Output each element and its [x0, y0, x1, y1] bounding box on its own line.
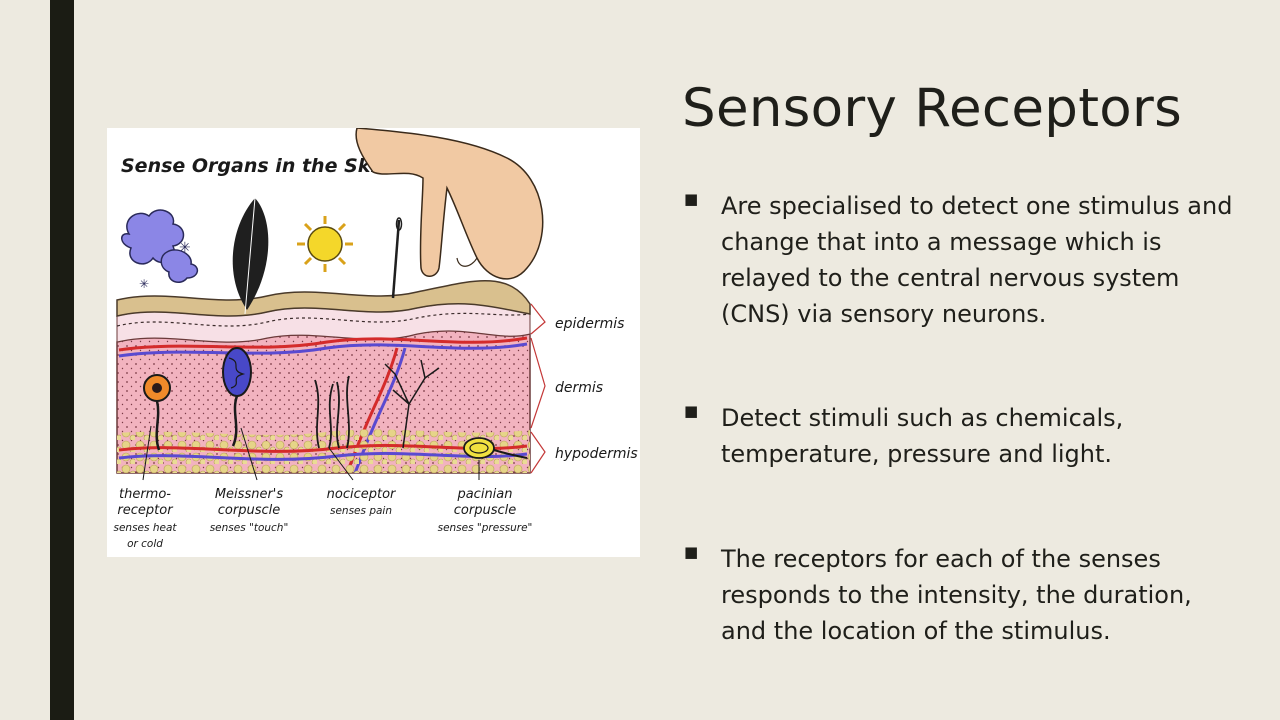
thermoreceptor-icon — [143, 374, 171, 451]
dermis-label: dermis — [555, 380, 603, 396]
thermoreceptor-function: senses heat — [114, 522, 178, 534]
receptor-pointer-lines — [142, 425, 480, 481]
left-accent-bar — [50, 0, 74, 720]
pinching-hand-icon — [355, 128, 544, 280]
meissner-corpuscle-icon — [222, 347, 252, 447]
hypodermis-layer — [117, 429, 530, 473]
pacinian-name-2: corpuscle — [454, 503, 516, 518]
meissner-name-2: corpuscle — [218, 503, 280, 518]
layer-brackets — [530, 303, 546, 474]
thermoreceptor-caption: thermo- receptor senses heat or cold — [114, 487, 178, 550]
nociceptor-caption: nociceptor senses pain — [327, 487, 397, 517]
chemical-smoke-icon: ✳ ✳ — [121, 209, 199, 291]
bullet-text: Are specialised to detect one stimulus a… — [721, 192, 1233, 328]
meissner-caption: Meissner's corpuscle senses "touch" — [210, 487, 289, 534]
pacinian-function: senses "pressure" — [438, 522, 533, 534]
thermoreceptor-function-2: or cold — [127, 538, 163, 550]
pacinian-name: pacinian — [456, 487, 512, 502]
pacinian-caption: pacinian corpuscle senses "pressure" — [438, 487, 533, 534]
needle-icon — [391, 217, 403, 299]
meissner-function: senses "touch" — [210, 522, 289, 534]
thermoreceptor-name: thermo- — [119, 487, 171, 502]
vein-upper — [118, 342, 528, 358]
skin-diagram-svg: Sense Organs in the Skin ✳ ✳ — [114, 128, 638, 550]
skin-surface — [116, 280, 531, 317]
meissner-name: Meissner's — [215, 487, 284, 502]
bullet-text: The receptors for each of the senses res… — [721, 545, 1192, 645]
pacinian-corpuscle-icon — [463, 437, 528, 459]
epidermis-label: epidermis — [555, 316, 624, 332]
sun-icon — [297, 216, 353, 272]
svg-text:✳: ✳ — [179, 240, 191, 256]
thermoreceptor-name-2: receptor — [117, 503, 174, 518]
artery-upper — [118, 336, 528, 352]
feather-icon — [232, 197, 269, 315]
skin-diagram: Sense Organs in the Skin ✳ ✳ — [107, 128, 640, 557]
hypodermis-label: hypodermis — [555, 446, 638, 462]
nociceptor-name: nociceptor — [327, 487, 397, 502]
square-bullet-icon: ■ — [684, 190, 699, 208]
nociceptor-function: senses pain — [330, 505, 392, 517]
square-bullet-icon: ■ — [684, 402, 699, 420]
branching-nerve-icon — [384, 359, 440, 449]
slide-title: Sensory Receptors — [682, 78, 1183, 139]
svg-text:✳: ✳ — [139, 277, 149, 291]
square-bullet-icon: ■ — [684, 543, 699, 561]
bullet-text: Detect stimuli such as chemicals, temper… — [721, 404, 1124, 468]
nociceptor-icon — [314, 375, 350, 449]
diagram-title: Sense Organs in the Skin — [121, 155, 390, 177]
